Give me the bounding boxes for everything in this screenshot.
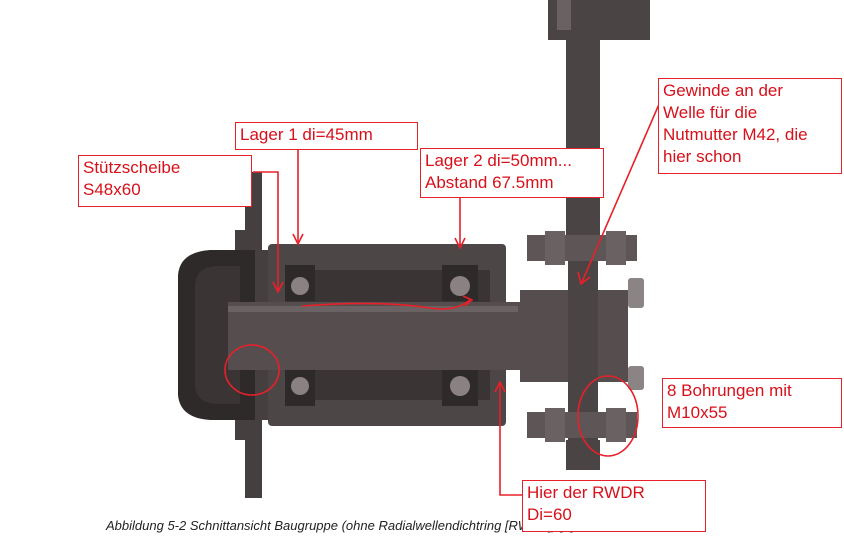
callout-stuetzscheibe-line1: Stützscheibe bbox=[83, 158, 181, 177]
callout-bohrungen-line1: 8 Bohrungen mit bbox=[667, 381, 792, 400]
bearing-2 bbox=[442, 265, 478, 406]
bolt-lower bbox=[527, 408, 637, 442]
bolt-upper bbox=[527, 231, 637, 265]
callout-rwdr-line2: Di=60 bbox=[527, 505, 572, 524]
callout-lager-1-text: Lager 1 di=45mm bbox=[240, 125, 373, 144]
callout-lager-1: Lager 1 di=45mm bbox=[235, 122, 418, 150]
lower-stem bbox=[566, 440, 600, 470]
callout-stuetzscheibe-line2: S48x60 bbox=[83, 180, 141, 199]
annotation-marks bbox=[224, 101, 661, 496]
bearing-1 bbox=[285, 265, 315, 406]
callout-bohrungen-line2: M10x55 bbox=[667, 403, 728, 422]
shaft-highlight bbox=[228, 306, 518, 312]
callout-lager-2: Lager 2 di=50mm... Abstand 67.5mm bbox=[420, 148, 604, 198]
callout-rwdr: Hier der RWDR Di=60 bbox=[522, 480, 706, 532]
figure-caption: Abbildung 5-2 Schnittansicht Baugruppe (… bbox=[106, 518, 575, 533]
callout-gewinde-line3: Nutmutter M42, die bbox=[663, 125, 808, 144]
upper-stem bbox=[566, 30, 600, 256]
upper-bolt-head bbox=[557, 0, 571, 30]
callout-gewinde-line4: hier schon bbox=[663, 147, 742, 166]
shaft bbox=[228, 290, 628, 382]
nut-side-lower bbox=[628, 366, 644, 390]
callout-bohrungen: 8 Bohrungen mit M10x55 bbox=[662, 378, 842, 428]
callout-lager-2-line2: Abstand 67.5mm bbox=[425, 173, 554, 192]
callout-stuetzscheibe: Stützscheibe S48x60 bbox=[78, 155, 252, 207]
callout-lager-2-line1: Lager 2 di=50mm... bbox=[425, 151, 572, 170]
callout-gewinde: Gewinde an der Welle für die Nutmutter M… bbox=[658, 78, 842, 174]
callout-gewinde-line1: Gewinde an der bbox=[663, 81, 784, 100]
callout-rwdr-line1: Hier der RWDR bbox=[527, 483, 645, 502]
callout-gewinde-line2: Welle für die bbox=[663, 103, 758, 122]
nut-side bbox=[628, 278, 644, 308]
